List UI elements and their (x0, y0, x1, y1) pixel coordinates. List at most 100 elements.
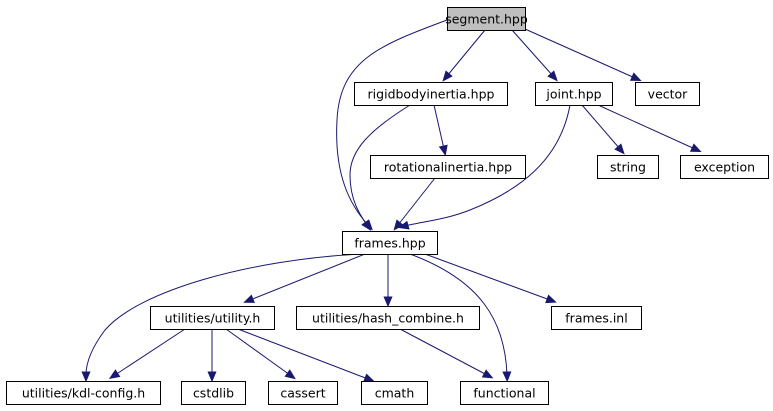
node-label: rotationalinertia.hpp (384, 160, 512, 175)
arrowhead-icon (629, 72, 642, 81)
node-cstdlib[interactable]: cstdlib (181, 381, 246, 405)
node-kdl-config[interactable]: utilities/kdl-config.h (6, 381, 161, 405)
arrowhead-icon (545, 294, 557, 304)
arrowhead-icon (361, 219, 372, 231)
edge-utility-to-cmath (237, 328, 375, 382)
edge-line (581, 104, 621, 150)
node-label: cassert (280, 386, 325, 401)
arrowhead-icon (689, 143, 702, 153)
edge-line (399, 328, 488, 376)
node-vector[interactable]: vector (635, 82, 700, 106)
arrowhead-icon (243, 294, 255, 303)
edge-line (249, 253, 366, 301)
edge-line (597, 104, 696, 150)
graph-edges (81, 19, 702, 383)
node-box (354, 82, 508, 106)
node-label: utilities/utility.h (165, 311, 261, 326)
edge-utility-to-kdl_config (108, 328, 186, 380)
edge-line (397, 177, 436, 226)
node-box (370, 155, 526, 179)
node-label: utilities/kdl-config.h (22, 386, 145, 401)
edge-joint-to-exception (597, 104, 702, 153)
node-label: rigidbodyinertia.hpp (368, 87, 495, 102)
node-box (342, 231, 438, 255)
node-box (296, 306, 480, 330)
node-label: segment.hpp (445, 12, 528, 27)
edge-line (524, 28, 636, 79)
edge-rigidbodyinertia-to-rotationalinertia (433, 104, 448, 157)
arrowhead-icon (502, 371, 512, 383)
arrowhead-icon (207, 371, 217, 383)
node-box (447, 7, 526, 31)
node-hash-combine[interactable]: utilities/hash_combine.h (296, 306, 480, 330)
arrowhead-icon (614, 143, 625, 155)
arrowhead-icon (547, 70, 558, 82)
node-cmath[interactable]: cmath (361, 381, 428, 405)
edge-segment-to-vector (524, 28, 642, 81)
arrowhead-icon (397, 220, 410, 230)
arrowhead-icon (481, 369, 494, 379)
node-segment[interactable]: segment.hpp (445, 7, 528, 31)
node-box (460, 381, 549, 405)
arrowhead-icon (284, 369, 296, 380)
edge-utility-to-cstdlib (207, 329, 217, 383)
node-joint[interactable]: joint.hpp (535, 82, 613, 106)
node-box (361, 381, 428, 405)
node-box (535, 82, 613, 106)
node-box (635, 82, 700, 106)
node-frames-inl[interactable]: frames.inl (551, 306, 642, 330)
node-label: frames.inl (565, 311, 627, 326)
edge-joint-to-string (581, 104, 625, 155)
node-string[interactable]: string (597, 155, 659, 179)
edge-segment-to-rigidbodyinertia (442, 29, 486, 82)
edge-line (114, 328, 186, 376)
node-box (680, 155, 769, 179)
node-label: cstdlib (193, 386, 234, 401)
node-box (268, 381, 338, 405)
node-rotationalinertia[interactable]: rotationalinertia.hpp (370, 155, 526, 179)
edge-line (433, 104, 445, 150)
edge-line (446, 29, 486, 77)
node-cassert[interactable]: cassert (268, 381, 338, 405)
edge-rigidbodyinertia-to-frames (349, 104, 411, 231)
node-box (6, 381, 161, 405)
node-label: functional (473, 386, 535, 401)
edge-line (85, 253, 361, 376)
arrowhead-icon (438, 144, 448, 157)
node-box (150, 306, 275, 330)
edge-line (237, 328, 369, 380)
edge-line (336, 19, 448, 226)
node-exception[interactable]: exception (680, 155, 769, 179)
edge-segment-to-joint (511, 29, 558, 82)
node-label: joint.hpp (545, 87, 601, 102)
node-frames[interactable]: frames.hpp (342, 231, 438, 255)
edge-line (404, 104, 571, 227)
arrowhead-icon (393, 219, 404, 231)
arrowhead-icon (81, 371, 91, 383)
edge-rotationalinertia-to-frames (393, 177, 436, 231)
node-label: utilities/hash_combine.h (312, 311, 464, 326)
node-functional[interactable]: functional (460, 381, 549, 405)
node-box (181, 381, 246, 405)
edge-frames-to-kdl_config (81, 253, 361, 383)
edge-frames-to-frames_inl (424, 253, 557, 304)
edge-line (409, 253, 508, 376)
node-label: vector (648, 87, 689, 102)
edge-frames-to-hash_combine (383, 254, 393, 308)
arrowhead-icon (383, 296, 393, 308)
node-label: exception (694, 160, 755, 175)
node-box (597, 155, 659, 179)
edge-line (511, 29, 554, 77)
node-label: cmath (375, 386, 415, 401)
edge-frames-to-utility (243, 253, 366, 303)
edge-joint-to-frames (397, 104, 571, 230)
node-label: frames.hpp (354, 236, 425, 251)
edge-utility-to-cassert (225, 328, 296, 380)
arrowhead-icon (108, 369, 121, 380)
node-utility[interactable]: utilities/utility.h (150, 306, 275, 330)
node-rigidbodyinertia[interactable]: rigidbodyinertia.hpp (354, 82, 508, 106)
arrowhead-icon (363, 373, 375, 382)
edge-line (424, 253, 551, 301)
node-label: string (610, 160, 646, 175)
